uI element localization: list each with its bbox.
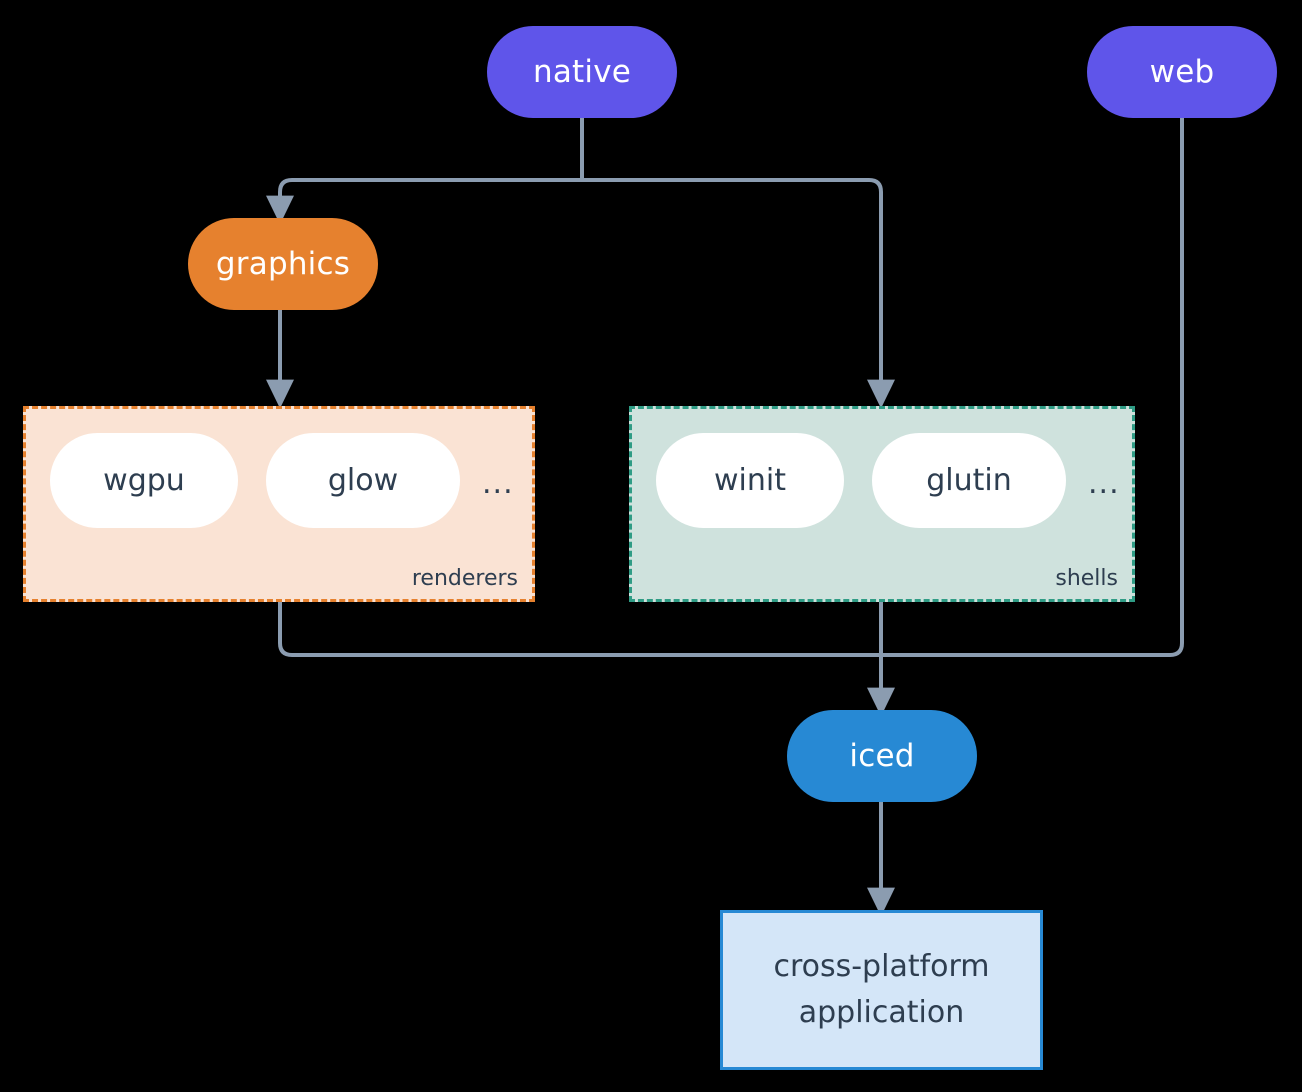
node-winit[interactable]: winit — [656, 433, 844, 528]
renderers-ellipsis: ... — [482, 466, 514, 501]
node-glutin[interactable]: glutin — [872, 433, 1066, 528]
edge-native-to-shells — [580, 178, 895, 409]
node-native[interactable]: native — [487, 26, 677, 118]
shells-ellipsis: ... — [1088, 466, 1120, 501]
group-renderers: wgpu glow ... renderers — [23, 406, 535, 602]
node-web[interactable]: web — [1087, 26, 1277, 118]
node-glow[interactable]: glow — [266, 433, 460, 528]
application-line-1: cross-platform — [773, 948, 990, 984]
node-graphics[interactable]: graphics — [188, 218, 378, 310]
group-label-shells: shells — [1055, 566, 1118, 591]
application-line-2: application — [798, 995, 965, 1030]
node-cross-platform-application[interactable]: cross-platform application — [720, 910, 1043, 1070]
group-shells: winit glutin ... shells — [629, 406, 1135, 602]
edge-renderers-to-iced — [278, 600, 883, 657]
node-wgpu[interactable]: wgpu — [50, 433, 238, 528]
edge-native-to-graphics — [266, 178, 584, 225]
group-label-renderers: renderers — [411, 566, 518, 591]
edge-web-to-iced — [879, 116, 1184, 657]
node-iced[interactable]: iced — [787, 710, 977, 802]
